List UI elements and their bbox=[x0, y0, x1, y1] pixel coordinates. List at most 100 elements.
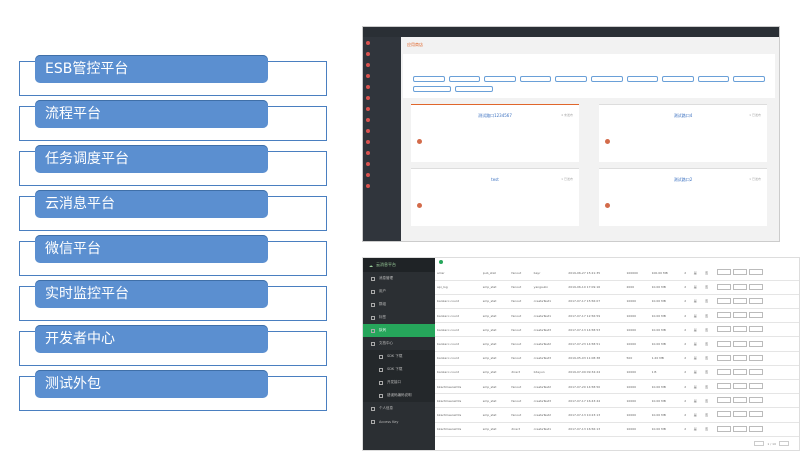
delete-button[interactable] bbox=[732, 297, 747, 304]
sidebar-item[interactable]: 错误码编码说明 bbox=[363, 389, 435, 402]
detail-button[interactable] bbox=[748, 354, 763, 361]
menu-item[interactable]: 实时监控平台 bbox=[19, 280, 329, 325]
menu-item[interactable]: 测试外包 bbox=[19, 370, 329, 415]
sidebar-item[interactable] bbox=[363, 48, 401, 59]
filter-chip[interactable] bbox=[697, 76, 730, 82]
sidebar-item[interactable] bbox=[363, 169, 401, 180]
edit-button[interactable] bbox=[716, 312, 731, 319]
delete-button[interactable] bbox=[732, 368, 747, 375]
sidebar-item[interactable]: 开发接口 bbox=[363, 376, 435, 389]
sidebar-item[interactable] bbox=[363, 81, 401, 92]
menu-item[interactable]: 流程平台 bbox=[19, 100, 329, 145]
menu-pill[interactable]: 任务调度平台 bbox=[35, 145, 268, 173]
edit-button[interactable] bbox=[716, 340, 731, 347]
sidebar-item[interactable] bbox=[363, 136, 401, 147]
sidebar-item[interactable] bbox=[363, 37, 401, 48]
edit-button[interactable] bbox=[716, 326, 731, 333]
filter-chip[interactable] bbox=[413, 76, 445, 82]
menu-item[interactable]: ESB管控平台 bbox=[19, 55, 329, 100]
filter-chip[interactable] bbox=[448, 76, 481, 82]
delete-button[interactable] bbox=[732, 326, 747, 333]
detail-button[interactable] bbox=[748, 425, 763, 432]
detail-button[interactable] bbox=[748, 340, 763, 347]
edit-button[interactable] bbox=[716, 269, 731, 276]
sidebar-item[interactable]: 用户 bbox=[363, 285, 435, 298]
filter-chip[interactable] bbox=[590, 76, 623, 82]
menu-item[interactable]: 云消息平台 bbox=[19, 190, 329, 235]
sidebar-item[interactable]: Access Key bbox=[363, 415, 435, 428]
edit-button[interactable] bbox=[716, 283, 731, 290]
sidebar-item[interactable] bbox=[363, 180, 401, 191]
delete-button[interactable] bbox=[732, 269, 747, 276]
filter-chip[interactable] bbox=[519, 76, 552, 82]
detail-button[interactable] bbox=[748, 411, 763, 418]
sidebar-item[interactable]: 文档中心 bbox=[363, 337, 435, 350]
edit-button[interactable] bbox=[716, 397, 731, 404]
menu-pill[interactable]: 测试外包 bbox=[35, 370, 268, 398]
sidebar-item[interactable]: SDK 下载 bbox=[363, 363, 435, 376]
pagination[interactable]: 1 / 10 bbox=[754, 441, 789, 446]
edit-button[interactable] bbox=[716, 368, 731, 375]
next-page-button[interactable] bbox=[779, 441, 789, 446]
sidebar-item[interactable] bbox=[363, 158, 401, 169]
sidebar-item[interactable]: 群组 bbox=[363, 298, 435, 311]
filter-chip[interactable] bbox=[733, 76, 765, 82]
detail-button[interactable] bbox=[748, 383, 763, 390]
detail-button[interactable] bbox=[748, 297, 763, 304]
edit-button[interactable] bbox=[716, 354, 731, 361]
menu-pill[interactable]: 实时监控平台 bbox=[35, 280, 268, 308]
delete-button[interactable] bbox=[732, 354, 747, 361]
delete-button[interactable] bbox=[732, 411, 747, 418]
sidebar-item[interactable]: 个人信息 bbox=[363, 402, 435, 415]
menu-pill[interactable]: 流程平台 bbox=[35, 100, 268, 128]
detail-button[interactable] bbox=[748, 283, 763, 290]
filter-chips-2[interactable] bbox=[413, 86, 493, 92]
sidebar-item[interactable] bbox=[363, 70, 401, 81]
menu-pill[interactable]: 开发者中心 bbox=[35, 325, 268, 353]
filter-chips[interactable] bbox=[413, 76, 765, 82]
filter-chip[interactable] bbox=[455, 86, 493, 92]
sidebar-item[interactable] bbox=[363, 103, 401, 114]
prev-page-button[interactable] bbox=[754, 441, 765, 446]
detail-button[interactable] bbox=[748, 312, 763, 319]
menu-pill[interactable]: 云消息平台 bbox=[35, 190, 268, 218]
delete-button[interactable] bbox=[732, 397, 747, 404]
sidebar-item[interactable] bbox=[363, 59, 401, 70]
sidebar-item[interactable] bbox=[363, 92, 401, 103]
edit-button[interactable] bbox=[716, 425, 731, 432]
filter-chip[interactable] bbox=[484, 76, 516, 82]
detail-button[interactable] bbox=[748, 326, 763, 333]
edit-button[interactable] bbox=[716, 411, 731, 418]
detail-button[interactable] bbox=[748, 368, 763, 375]
delete-button[interactable] bbox=[732, 283, 747, 290]
sidebar-item[interactable]: 队列 bbox=[363, 324, 435, 337]
sidebar-item[interactable] bbox=[363, 114, 401, 125]
delete-button[interactable] bbox=[732, 425, 747, 432]
menu-pill[interactable]: 微信平台 bbox=[35, 235, 268, 263]
detail-button[interactable] bbox=[748, 269, 763, 276]
filter-chip[interactable] bbox=[662, 76, 694, 82]
delete-button[interactable] bbox=[732, 340, 747, 347]
delete-button[interactable] bbox=[732, 312, 747, 319]
sidebar-item[interactable]: 标签 bbox=[363, 311, 435, 324]
sidebar-item[interactable]: SDK 下载 bbox=[363, 350, 435, 363]
menu-item[interactable]: 任务调度平台 bbox=[19, 145, 329, 190]
detail-button[interactable] bbox=[748, 397, 763, 404]
filter-chip[interactable] bbox=[626, 76, 659, 82]
filter-chip[interactable] bbox=[413, 86, 451, 92]
sidebar-item[interactable]: 消息管理 bbox=[363, 272, 435, 285]
